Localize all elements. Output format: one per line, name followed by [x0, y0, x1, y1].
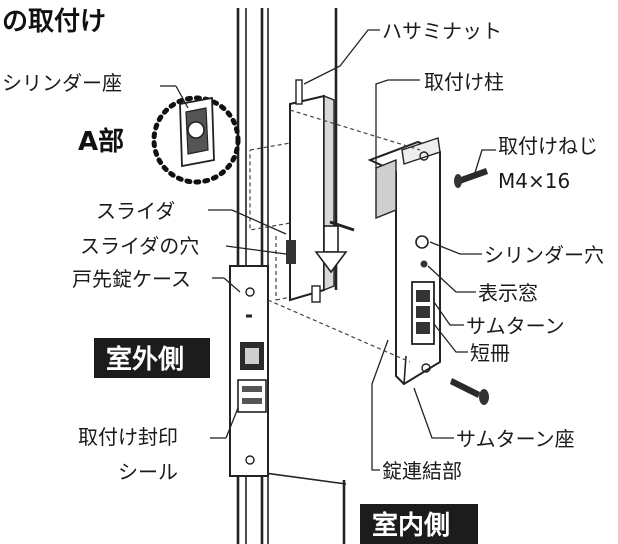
inner-side-label: 室内側 [372, 510, 450, 541]
outer-side-label: 室外側 [106, 344, 184, 375]
slider-plate [286, 79, 335, 303]
a-part-detail [151, 85, 241, 185]
left-leaders [208, 209, 287, 439]
cylinder-seat-label: シリンダー座 [2, 71, 122, 95]
seal-label-line1: 取付け封印 [78, 425, 178, 449]
cylinder-hole-label: シリンダー穴 [484, 243, 604, 267]
diagram-title: の取付け [2, 7, 106, 37]
post-label: 取付け柱 [424, 70, 504, 94]
outer-side-badge: 室外側 [94, 338, 210, 378]
display-window-label: 表示窓 [478, 281, 538, 305]
right-leaders [303, 29, 496, 471]
down-arrow-icon [314, 220, 355, 274]
thumbturn-label: サムターン [466, 314, 565, 338]
inner-escutcheon [267, 109, 441, 386]
slider-hole-label: スライダの穴 [80, 234, 199, 258]
lock-case-label: 戸先錠ケース [72, 267, 191, 291]
inner-side-badge: 室内側 [360, 504, 478, 544]
screw-label-line2: M4×16 [498, 169, 570, 193]
nut-label: ハサミナット [382, 19, 502, 43]
mounting-screw-bottom [450, 378, 489, 405]
slider-label: スライダ [96, 199, 175, 223]
door-lock-case [229, 265, 269, 477]
strip-label: 短冊 [470, 341, 510, 365]
screw-label-line1: 取付けねじ [498, 134, 598, 158]
a-part-label: A部 [78, 127, 124, 157]
thumbturn-seat-label: サムターン座 [456, 427, 575, 451]
mounting-screw-top [454, 168, 488, 188]
seal-label-line2: シール [118, 460, 178, 484]
lock-joint-label: 錠連結部 [382, 459, 462, 483]
